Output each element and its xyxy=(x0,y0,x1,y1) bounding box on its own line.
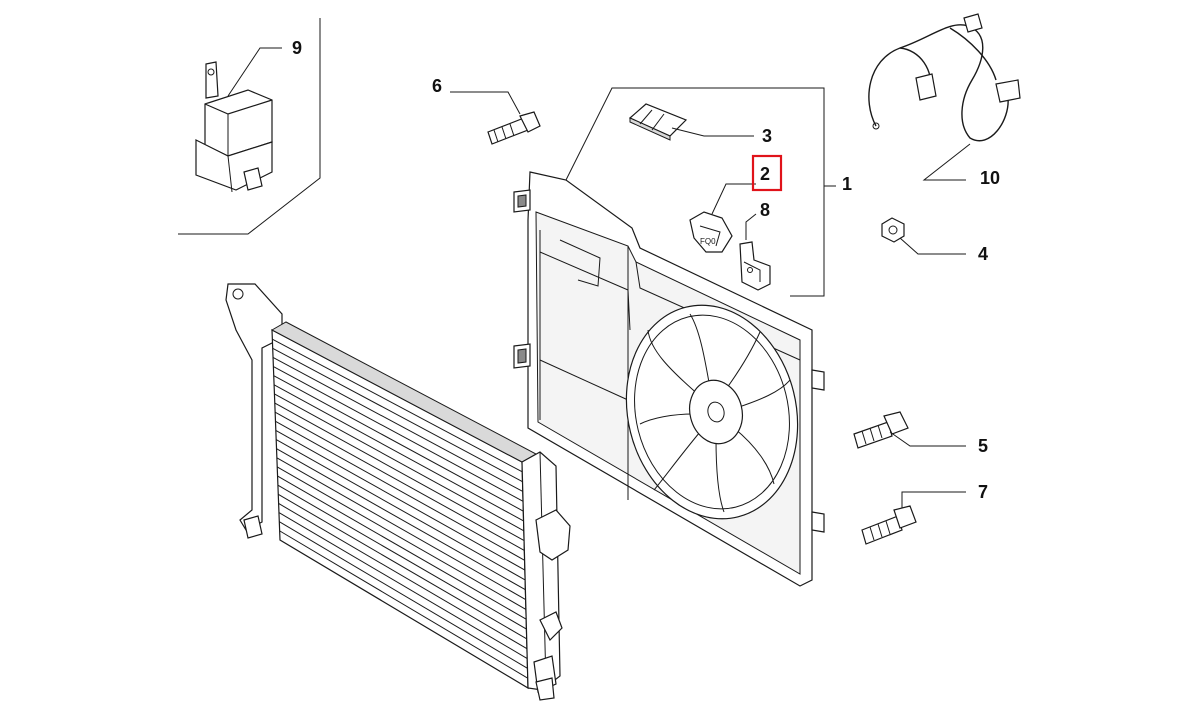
radiator[interactable] xyxy=(225,283,571,701)
radiator-fin xyxy=(275,420,525,561)
callout-10[interactable]: 10 xyxy=(980,168,1000,188)
radiator-fin xyxy=(272,347,523,483)
radiator-fin xyxy=(277,475,527,620)
bracket-part-8[interactable] xyxy=(739,241,771,291)
callout-5[interactable]: 5 xyxy=(978,436,988,456)
clip-part-2[interactable]: FQ0 xyxy=(689,211,733,253)
radiator-fin xyxy=(273,384,524,522)
nut-part-4[interactable] xyxy=(881,217,905,243)
svg-text:FQ0: FQ0 xyxy=(700,237,716,246)
callout-7[interactable]: 7 xyxy=(978,482,988,502)
callout-9[interactable]: 9 xyxy=(292,38,302,58)
radiator-fin xyxy=(272,356,524,492)
radiator-fins xyxy=(272,338,528,679)
fan-blades xyxy=(639,313,791,513)
radiator-fin xyxy=(275,429,526,571)
callout-1[interactable]: 1 xyxy=(842,174,852,194)
radiator-fin xyxy=(278,503,528,650)
radiator-fin xyxy=(279,521,528,669)
relay-part-9[interactable] xyxy=(195,61,273,193)
callout-8[interactable]: 8 xyxy=(760,200,770,220)
radiator-fin xyxy=(273,366,524,502)
radiator-fin xyxy=(274,402,525,542)
radiator-fin xyxy=(276,448,526,591)
radiator-fin xyxy=(277,484,527,630)
bolt-part-7[interactable] xyxy=(861,505,917,545)
leader-lines xyxy=(227,47,971,508)
fan-shroud[interactable] xyxy=(513,171,825,587)
callout-2-highlight-box xyxy=(751,154,783,192)
callout-2[interactable]: 2 xyxy=(760,164,770,184)
pad-part-3[interactable] xyxy=(628,103,688,141)
radiator-fin xyxy=(272,338,523,473)
bolt-part-6[interactable] xyxy=(487,111,541,145)
bolt-part-5[interactable] xyxy=(853,411,909,449)
radiator-fin xyxy=(279,530,528,679)
radiator-fin xyxy=(274,411,525,551)
radiator-fin xyxy=(276,457,526,600)
radiator-fin xyxy=(275,439,526,581)
callout-4[interactable]: 4 xyxy=(978,244,988,264)
relay-inset-frame xyxy=(178,18,321,235)
radiator-fin xyxy=(274,393,525,532)
callout-bracket-1 xyxy=(565,87,836,297)
callout-labels: 9 6 3 2 8 1 10 4 5 7 xyxy=(292,38,1000,502)
wiring-harness-part-10[interactable] xyxy=(868,13,1021,142)
radiator-fin xyxy=(278,493,527,640)
radiator-fin xyxy=(278,512,528,659)
callout-6[interactable]: 6 xyxy=(432,76,442,96)
callout-3[interactable]: 3 xyxy=(762,126,772,146)
radiator-fin xyxy=(276,466,527,610)
radiator-fin xyxy=(273,375,524,512)
